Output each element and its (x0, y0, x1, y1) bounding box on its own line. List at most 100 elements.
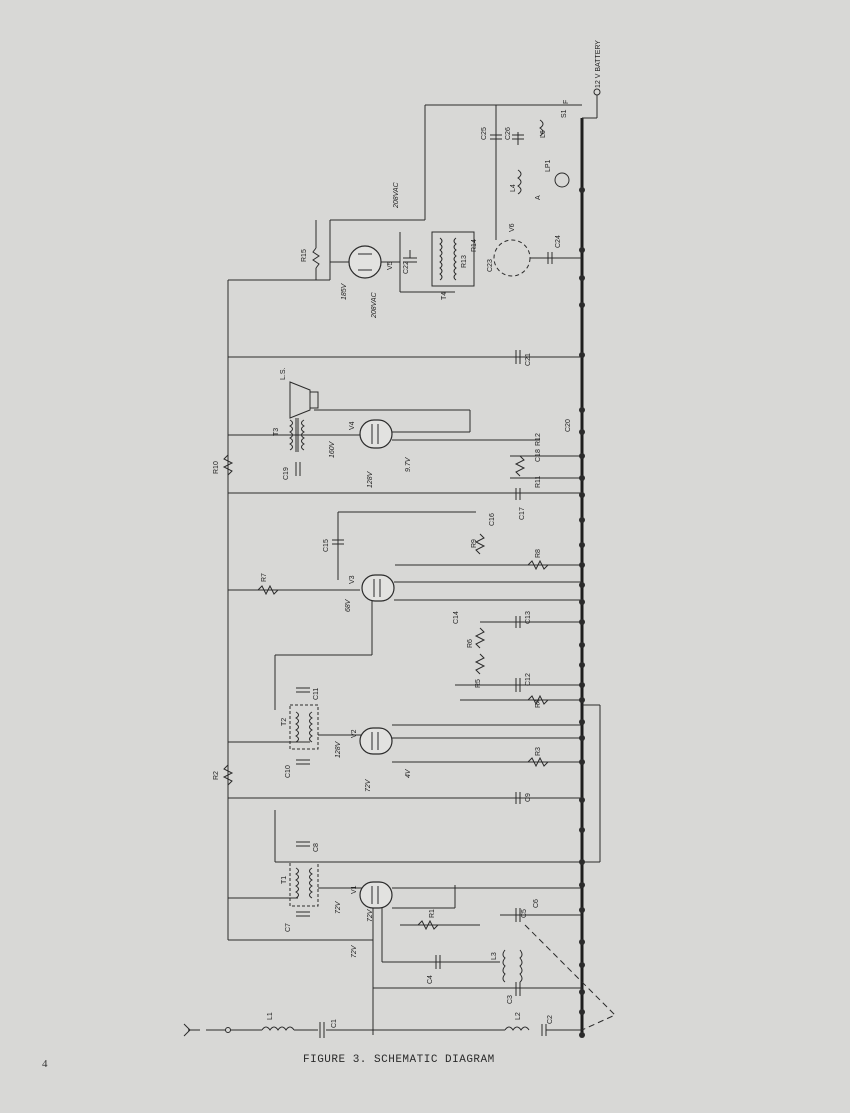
power-supply-section: V5 185V 208VAC 208VAC C22 R15 T4 R13 R14… (301, 100, 582, 319)
svg-text:L2: L2 (515, 1012, 522, 1020)
svg-text:R7: R7 (261, 573, 268, 582)
svg-text:C10: C10 (285, 765, 292, 778)
v3-tube (361, 574, 395, 602)
svg-text:C20: C20 (565, 419, 572, 432)
t1-label: T1 (281, 876, 288, 884)
svg-text:L3: L3 (491, 952, 498, 960)
svg-text:C25: C25 (481, 127, 488, 140)
loudspeaker-icon (289, 381, 311, 419)
svg-text:C15: C15 (323, 539, 330, 552)
svg-text:72V: 72V (367, 908, 374, 922)
t4-transformer (431, 231, 475, 287)
svg-text:S1: S1 (561, 109, 568, 118)
gang-tuning-link (524, 924, 616, 1031)
svg-text:C19: C19 (283, 467, 290, 480)
v1-tube (359, 881, 393, 909)
svg-text:R11: R11 (535, 476, 542, 488)
svg-text:A: A (535, 195, 542, 200)
lp1-lamp (554, 172, 570, 188)
svg-text:R8: R8 (535, 549, 542, 558)
detector-section: C15 C16 R9 R8 V3 68V R7 C14 R6 C13 R5 C1… (257, 511, 582, 708)
svg-text:C17: C17 (519, 507, 526, 520)
svg-text:C26: C26 (505, 127, 512, 140)
svg-text:208VAC: 208VAC (393, 181, 400, 209)
svg-text:R14: R14 (471, 239, 478, 252)
v5-tube (348, 245, 382, 279)
v4-tube (359, 419, 393, 449)
svg-text:L4: L4 (510, 184, 517, 192)
svg-text:R1: R1 (429, 909, 436, 918)
page-number: 4 (42, 1058, 48, 1070)
svg-text:C3: C3 (507, 995, 514, 1004)
svg-text:L1: L1 (267, 1012, 274, 1020)
svg-text:F: F (563, 100, 570, 104)
svg-text:R10: R10 (213, 461, 220, 474)
svg-text:C9: C9 (525, 793, 532, 802)
v3-label: V3 (349, 575, 356, 584)
svg-text:C22: C22 (403, 261, 410, 274)
svg-text:185V: 185V (341, 282, 348, 300)
svg-text:72V: 72V (351, 944, 358, 958)
svg-text:208VAC: 208VAC (371, 291, 378, 319)
battery-label: 12 V BATTERY (595, 40, 602, 88)
t3-transformer (289, 419, 293, 451)
figure-caption: FIGURE 3. SCHEMATIC DIAGRAM (303, 1054, 495, 1066)
svg-text:C11: C11 (313, 688, 320, 700)
svg-text:C6: C6 (533, 899, 540, 908)
svg-text:R2: R2 (213, 771, 220, 780)
svg-text:R5: R5 (475, 679, 482, 688)
svg-text:C14: C14 (453, 611, 460, 624)
svg-text:C1: C1 (331, 1019, 338, 1028)
svg-text:C24: C24 (555, 235, 562, 248)
svg-text:72V: 72V (335, 900, 342, 914)
antenna-input-section: L1 C1 L2 C2 (183, 1012, 582, 1038)
c21-capacitor: C21 (515, 350, 532, 366)
svg-text:C2: C2 (547, 1015, 554, 1024)
svg-text:R6: R6 (467, 639, 474, 648)
svg-text:C13: C13 (525, 611, 532, 624)
if-amplifier-section: C11 T2 C10 128V V2 72V 4V R3 R2 C9 (213, 655, 601, 863)
svg-text:9.7V: 9.7V (405, 456, 412, 472)
v5-label: V5 (387, 261, 394, 270)
speaker-label: L.S. (280, 367, 287, 380)
svg-text:L6: L6 (540, 130, 547, 138)
svg-text:128V: 128V (335, 740, 342, 758)
t3-label: T3 (273, 428, 280, 436)
v6-vibrator (493, 239, 531, 277)
svg-text:R12: R12 (535, 433, 542, 446)
converter-section: C8 T1 C7 72V V1 72V 72V R1 C5 C6 L3 (274, 810, 616, 1035)
svg-text:C8: C8 (313, 843, 320, 852)
svg-text:R3: R3 (535, 747, 542, 756)
svg-text:68V: 68V (345, 598, 352, 612)
audio-output-section: L.S. T3 C19 160V V4 128V 9.7V R12 C20 C1… (213, 367, 582, 520)
svg-text:160V: 160V (329, 440, 336, 458)
svg-text:R4: R4 (535, 699, 542, 708)
svg-text:C4: C4 (427, 975, 434, 984)
svg-text:R13: R13 (461, 255, 468, 268)
antenna-icon (183, 1023, 191, 1037)
battery-input: 12 V BATTERY (582, 40, 602, 119)
svg-text:72V: 72V (365, 778, 372, 792)
t1-transformer (289, 861, 319, 907)
svg-text:4V: 4V (405, 768, 412, 778)
svg-text:LP1: LP1 (545, 159, 552, 172)
t2-transformer (289, 704, 319, 750)
v4-label: V4 (349, 421, 356, 430)
v1-label: V1 (351, 885, 358, 894)
v2-tube (359, 727, 393, 755)
v6-label: V6 (509, 223, 516, 232)
svg-text:C21: C21 (525, 353, 532, 366)
svg-text:C16: C16 (489, 513, 496, 526)
t4-label: T4 (441, 292, 448, 300)
v2-label: V2 (351, 729, 358, 738)
svg-text:128V: 128V (367, 470, 374, 488)
t2-label: T2 (281, 718, 288, 726)
svg-text:C23: C23 (487, 259, 494, 272)
svg-text:R9: R9 (471, 539, 478, 548)
svg-text:C5: C5 (521, 909, 528, 918)
svg-text:C12: C12 (525, 673, 532, 686)
svg-text:C7: C7 (285, 923, 292, 932)
svg-text:R15: R15 (301, 249, 308, 262)
